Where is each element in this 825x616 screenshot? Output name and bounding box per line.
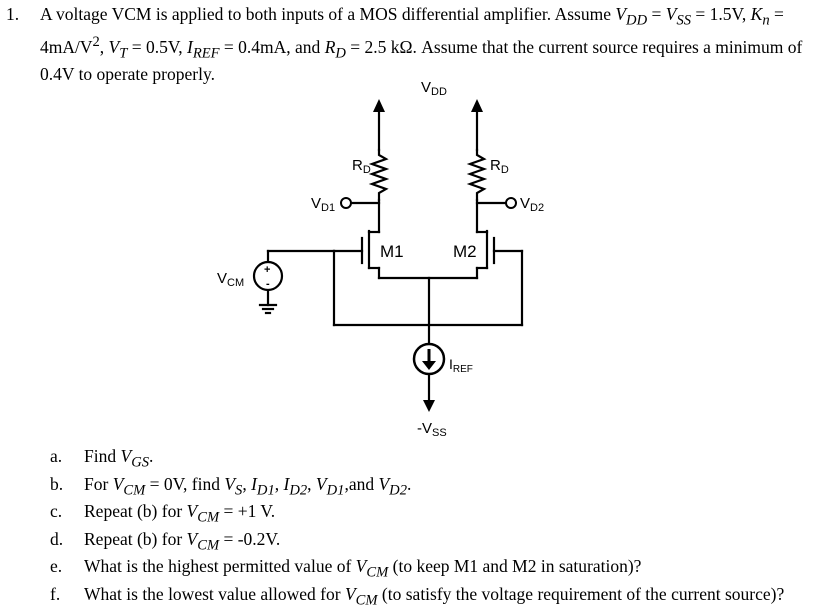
part-b: b.For VCM = 0V, find VS, ID1, ID2, VD1,a…: [50, 473, 412, 499]
problem-text: A voltage VCM is applied to both inputs …: [40, 4, 803, 84]
part-f: f.What is the lowest value allowed for V…: [50, 583, 785, 609]
part-d: d.Repeat (b) for VCM = -0.2V.: [50, 528, 281, 554]
vss-arrow-icon: [423, 400, 435, 412]
vcm-minus-sign: -: [266, 278, 270, 290]
sub-questions: a.Find VGS. b.For VCM = 0V, find VS, ID1…: [50, 446, 810, 611]
resistor-rd-right: [466, 148, 488, 202]
vcm-plus-sign: +: [264, 264, 270, 276]
vcm-source-icon: [252, 260, 284, 292]
vdd-right-arrow-icon: [471, 99, 483, 112]
vdd-label: VDD: [421, 79, 447, 98]
vd2-label: VD2: [520, 195, 544, 214]
m1-label: M1: [380, 242, 404, 261]
part-e: e.What is the highest permitted value of…: [50, 556, 642, 581]
part-a: a.Find VGS.: [50, 446, 154, 471]
iref-label: IREF: [449, 356, 473, 375]
vd1-label: VD1: [311, 195, 335, 214]
resistor-rd-left: [368, 148, 390, 202]
vss-label: -VSS: [417, 420, 447, 439]
vd2-terminal-icon: [505, 197, 517, 209]
vd1-terminal-icon: [340, 197, 352, 209]
m2-label: M2: [453, 242, 477, 261]
problem-statement: 1. A voltage VCM is applied to both inpu…: [6, 4, 816, 85]
vcm-label: VCM: [217, 270, 244, 289]
part-c: c.Repeat (b) for VCM = +1 V.: [50, 501, 276, 526]
vdd-left-arrow-icon: [373, 99, 385, 112]
rd-left-label: RD: [352, 157, 371, 176]
current-arrow-head-icon: [422, 361, 436, 370]
problem-number: 1.: [6, 4, 20, 24]
rd-right-label: RD: [490, 157, 509, 176]
